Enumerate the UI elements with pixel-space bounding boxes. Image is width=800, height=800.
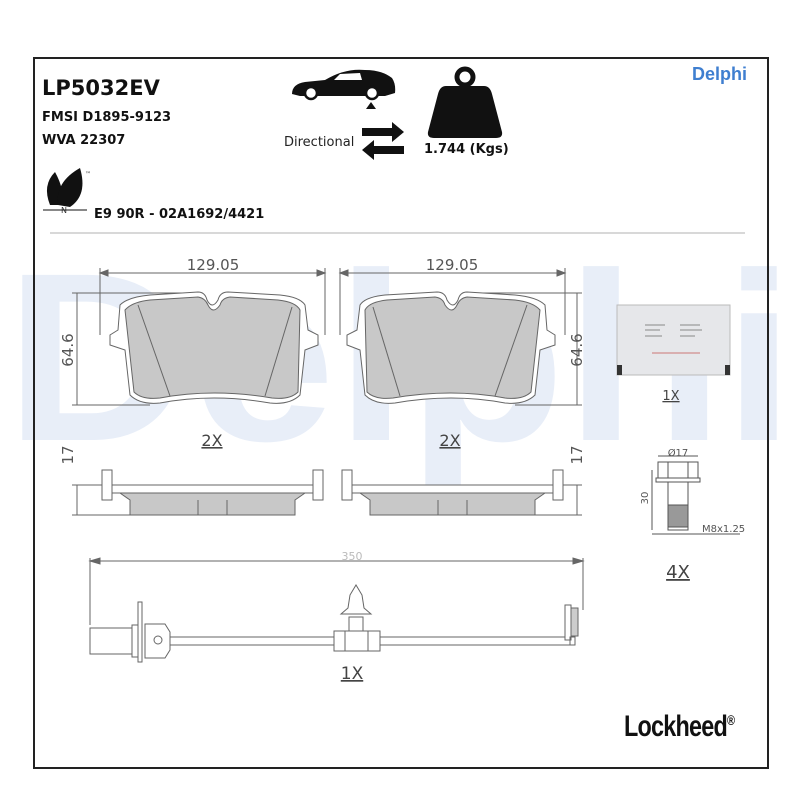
brake-pad-side-view-right <box>341 469 582 516</box>
wva-code: WVA 22307 <box>42 133 126 148</box>
registered-mark: ® <box>726 712 735 728</box>
eco-tm: ™ <box>85 171 91 178</box>
grease-quantity: 1X <box>662 389 679 404</box>
lockheed-logo: Lockheed® <box>624 710 735 744</box>
bolt-diameter-dimension: Ø17 <box>668 447 689 459</box>
grease-packet-image <box>616 304 731 376</box>
fmsi-code: FMSI D1895-9123 <box>42 110 172 125</box>
brake-pad-front-view-right <box>338 268 582 406</box>
directional-arrows-icon <box>362 122 404 160</box>
approval-number: E9 90R - 02A1692/4421 <box>94 207 265 222</box>
brake-pad-side-view-left <box>72 469 324 516</box>
bolt-drawing <box>651 455 740 535</box>
lockheed-text: Lockheed <box>624 710 728 743</box>
weight-icon <box>427 66 503 138</box>
pad-thickness-dimension-left: 17 <box>59 445 77 464</box>
pad-thickness-dimension-right: 17 <box>568 445 586 464</box>
eco-leaf-icon <box>43 168 87 211</box>
brake-pad-front-view-left <box>72 268 327 406</box>
car-icon <box>292 69 396 109</box>
pad-width-dimension-right: 129.05 <box>426 256 479 274</box>
sensor-quantity: 1X <box>341 664 364 684</box>
drawing-frame <box>33 57 769 769</box>
pad-quantity-right: 2X <box>439 431 460 450</box>
pad-height-dimension-right: 64.6 <box>568 333 586 366</box>
bolt-quantity: 4X <box>666 562 690 583</box>
pad-quantity-left: 2X <box>201 431 222 450</box>
weight-value: 1.744 (Kgs) <box>424 142 509 157</box>
sensor-length-dimension: 350 <box>342 550 363 563</box>
wear-sensor-drawing <box>88 557 585 663</box>
pad-width-dimension-left: 129.05 <box>187 256 240 274</box>
pad-height-dimension-left: 64.6 <box>59 333 77 366</box>
bolt-length-dimension: 30 <box>640 492 651 505</box>
bolt-thread-dimension: M8x1.25 <box>702 524 745 535</box>
directional-label: Directional <box>284 135 355 150</box>
delphi-logo: Delphi <box>692 64 748 84</box>
part-number: LP5032EV <box>42 76 160 100</box>
